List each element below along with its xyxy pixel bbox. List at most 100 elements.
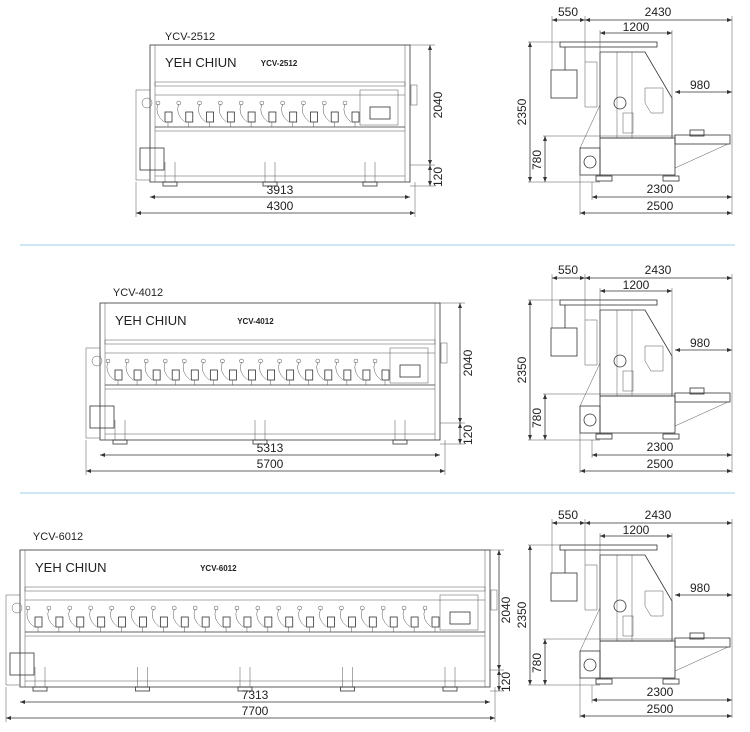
cutting-head [46,605,64,632]
cutting-head [25,605,43,632]
cutting-head [176,100,194,127]
handwheel-side [5,594,21,686]
leveling-foot [135,667,150,692]
dimension-inner-width: 7313 [242,688,269,702]
cutting-head [155,100,173,127]
dimension-base-height: 120 [431,167,445,187]
dimension-top-depth: 2430 [645,5,672,19]
dimension-top-offset: 550 [558,5,578,19]
cutting-head [109,605,126,632]
control-unit [359,89,399,126]
cutting-head [182,358,199,385]
cutting-head [255,605,273,632]
cylinder-box [550,572,578,602]
cutting-head [239,358,256,385]
dimension-base-depth: 2300 [647,182,674,196]
dimension-head-width: 1200 [623,278,650,292]
dimension-total-height: 2350 [515,98,529,125]
foot [595,678,613,685]
cutting-head [238,100,256,127]
cutting-head [297,605,315,632]
cutting-head [259,100,277,127]
dimension-overall-depth: 2500 [647,702,674,716]
brand-model-label: YCV-2512 [261,59,298,68]
base [599,640,676,679]
cutting-head [280,100,298,127]
dimension-overall-width: 7700 [242,704,269,718]
model-title: YCV-2512 [165,31,215,43]
leveling-foot [162,162,178,187]
dimension-head-width: 1200 [623,20,650,34]
leveling-foot [340,667,355,692]
cutting-head [360,605,377,632]
base [599,137,676,176]
motor-box [579,650,601,679]
top-beam [559,544,658,551]
brand-label: YEH CHIUN [35,560,107,575]
cutting-head [197,100,214,127]
motor-box [579,405,601,434]
base [599,395,676,434]
handwheel-side [85,347,101,439]
dimension-top-offset: 550 [558,508,578,522]
gantry-beam [154,81,406,87]
dimension-total-height: 2350 [515,601,529,628]
drive-motor [139,147,165,171]
cutting-head [276,605,294,632]
cutting-head [234,605,252,632]
top-beam [559,41,658,48]
foot [595,175,613,182]
cutting-head [172,605,189,632]
cutting-head [422,605,440,632]
cutting-head [105,358,123,385]
cutting-head [321,100,339,127]
brand-label: YEH CHIUN [115,313,187,328]
cutting-head [124,358,142,385]
dimension-base-depth: 2300 [647,685,674,699]
foot [662,678,680,685]
dimension-top-depth: 2430 [645,263,672,277]
cutting-head [380,605,398,632]
dimension-base-height: 120 [499,672,513,692]
top-beam [559,299,658,306]
dimension-overall-width: 4300 [267,199,294,213]
dimension-height: 2040 [431,91,445,118]
control-unit [389,347,429,384]
dimension-table-height: 780 [530,150,544,170]
drive-motor [9,652,35,676]
cutting-head [277,358,295,385]
foot [662,433,680,440]
leveling-foot [32,667,48,692]
dimension-height: 2040 [461,349,475,376]
spindle-icon [613,354,627,368]
cutting-head [213,605,231,632]
leveling-foot [262,162,278,187]
leveling-foot [112,420,128,445]
cutting-head [218,100,235,127]
gantry-beam [24,586,486,592]
model-title: YCV-6012 [33,531,83,543]
cutting-head [401,605,419,632]
brand-label: YEH CHIUN [165,55,237,70]
dimension-overall-depth: 2500 [647,457,674,471]
motor-box [579,147,601,176]
dimension-table-length: 980 [690,78,710,92]
cutting-head [88,605,106,632]
foot [595,433,613,440]
drive-motor [89,405,115,429]
cutting-head [151,605,168,632]
brand-model-label: YCV-6012 [200,564,237,573]
spindle-icon [613,96,627,110]
cylinder-box [550,69,578,99]
gantry-beam [104,339,436,345]
